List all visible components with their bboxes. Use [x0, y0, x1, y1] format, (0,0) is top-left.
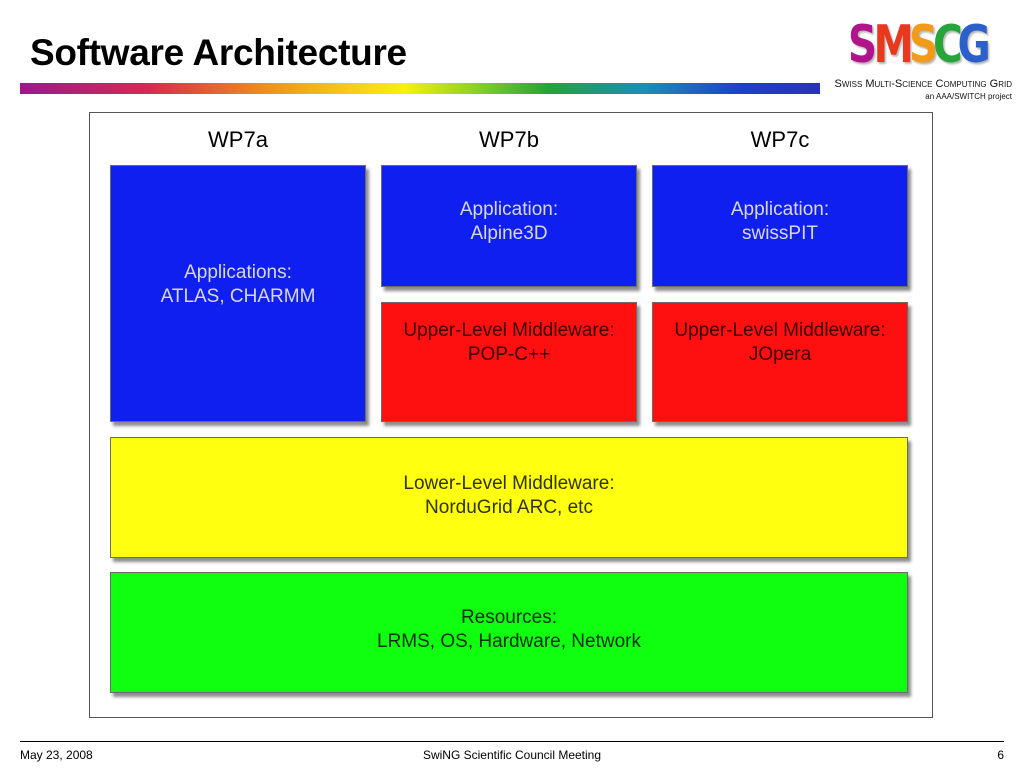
box-wp7c-upper-middleware: Upper-Level Middleware: JOpera	[652, 302, 908, 422]
box-line: swissPIT	[741, 223, 818, 244]
box-wp7a-applications: Applications: ATLAS, CHARMM	[110, 165, 366, 422]
box-line: LRMS, OS, Hardware, Network	[377, 630, 641, 652]
column-header-wp7a: WP7a	[208, 127, 268, 152]
rainbow-divider	[20, 83, 820, 94]
footer-page-number: 6	[997, 748, 1004, 762]
architecture-diagram: WP7a WP7b WP7c Applications: ATLAS, CHAR…	[89, 112, 933, 718]
footer-divider	[20, 741, 1004, 742]
footer-date: May 23, 2008	[20, 748, 93, 762]
logo-letter: M	[873, 15, 913, 75]
logo-letter: G	[957, 15, 991, 75]
smscg-logo: SMSCG Swiss Multi-Science Computing Grid…	[826, 14, 1012, 104]
box-line: Lower-Level Middleware:	[403, 472, 615, 494]
column-header-wp7c: WP7c	[750, 127, 810, 152]
slide-title: Software Architecture	[30, 32, 407, 73]
logo-tagline: Swiss Multi-Science Computing Grid	[834, 78, 1012, 90]
box-wp7b-upper-middleware: Upper-Level Middleware: POP-C++	[381, 302, 637, 422]
logo-letter: S	[848, 15, 877, 75]
box-line: POP-C++	[467, 344, 551, 365]
logo-letter: C	[932, 15, 963, 75]
box-wp7c-application: Application: swissPIT	[652, 165, 908, 287]
column-header-wp7b: WP7b	[479, 127, 539, 152]
logo-letters: SMSCG	[826, 14, 1012, 76]
box-line: Application:	[459, 199, 559, 220]
box-line: Application:	[730, 199, 830, 220]
box-line: Upper-Level Middleware:	[674, 320, 886, 341]
logo-subtitle: an AAA/SWITCH project	[925, 92, 1012, 101]
logo-letter: S	[909, 15, 938, 75]
box-line: Upper-Level Middleware:	[403, 320, 615, 341]
box-line: NorduGrid ARC, etc	[425, 496, 593, 518]
box-resources: Resources: LRMS, OS, Hardware, Network	[110, 572, 908, 693]
box-wp7b-application: Application: Alpine3D	[381, 165, 637, 287]
box-lower-middleware: Lower-Level Middleware: NorduGrid ARC, e…	[110, 437, 908, 558]
box-line: Alpine3D	[470, 223, 548, 244]
box-line: Resources:	[460, 606, 558, 628]
box-line: ATLAS, CHARMM	[160, 285, 316, 307]
box-line: JOpera	[748, 344, 812, 365]
footer-event: SwiNG Scientific Council Meeting	[422, 748, 602, 762]
box-line: Applications:	[184, 261, 292, 283]
